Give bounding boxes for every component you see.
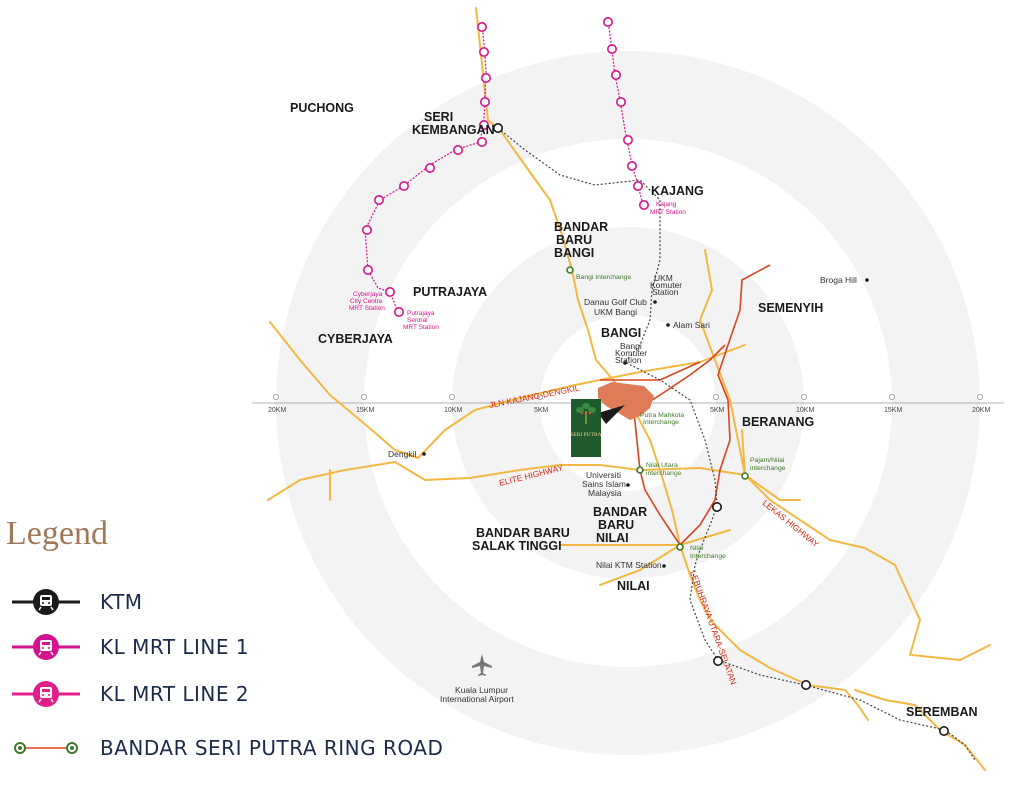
town-semenyih: SEMENYIH [758,301,823,315]
place-ukm-station-line3: Station [652,287,679,297]
mrt-kajang-line2: MRT Station [650,209,686,216]
town-bandar-baru-bangi-line2: BARU [556,233,592,247]
place-klia-line2: International Airport [440,694,514,704]
place-usim-line2: Sains Islam [582,479,626,489]
place-dots [422,278,869,568]
distance-label-10km-left: 10KM [444,407,462,414]
legend-label-kl-mrt-line-1: KL MRT LINE 1 [100,635,250,659]
ktm-train-icon [12,589,80,615]
mrt-stations [361,16,649,317]
place-broga-hill: Broga Hill [820,275,857,285]
distance-label-5km-left: 5KM [534,407,549,414]
place-danau-golf-club-line1: Danau Golf Club [584,297,647,307]
mrt-cyberjaya-line1: Cyberjaya [353,291,383,298]
interchange-labels: Bangi Interchange Putra Mahkota Intercha… [576,274,786,560]
mrt-kajang-line1: Kajang [656,201,677,208]
town-puchong: PUCHONG [290,101,354,115]
town-bandar-baru-nilai-line3: NILAI [596,531,629,545]
town-bandar-baru-bangi-line1: BANDAR [554,220,608,234]
mrt-line-1-train-icon [12,634,80,660]
town-kajang: KAJANG [651,184,704,198]
place-labels: Broga Hill UKM Komuter Station Danau Gol… [388,273,857,704]
distance-label-15km-left: 15KM [356,407,374,414]
legend-label-kl-mrt-line-2: KL MRT LINE 2 [100,682,250,706]
legend-label-ktm: KTM [100,590,143,614]
distance-label-20km-right: 20KM [972,407,990,414]
town-bangi: BANGI [601,326,641,340]
mrt-line-1 [607,19,644,206]
distance-label-5km-right: 5KM [710,407,725,414]
place-ukm-station-line2: Komuter [650,280,682,290]
legend-item-ring-road: BANDAR SERI PUTRA RING ROAD [10,733,443,763]
place-ukm-station-line1: UKM [654,273,673,283]
legend-title: Legend [6,515,108,552]
interchange-pajam-nilai-line2: interchange [750,465,786,472]
place-alam-sari: Alam Sari [673,320,710,330]
mrt-putrajaya-line3: MRT Station [403,324,439,331]
place-usim-line3: Malaysia [588,488,622,498]
mrt-station-labels: Kajang MRT Station Cyberjaya City Centre… [349,201,686,331]
town-putrajaya: PUTRAJAYA [413,285,487,299]
ring-road-line-icon [14,742,78,754]
legend-item-kl-mrt-line-2: KL MRT LINE 2 [10,679,249,709]
airport-icon [472,654,492,676]
town-bandar-baru-salak-tinggi-line1: BANDAR BARU [476,526,570,540]
place-bangi-komuter-line3: Station [615,355,642,365]
ktm-stations [492,123,949,736]
interchange-pajam-nilai-line1: Pajam/Nilai [750,457,785,464]
distance-label-10km-right: 10KM [796,407,814,414]
interchange-nilai-line2: Interchange [690,553,726,560]
town-cyberjaya: CYBERJAYA [318,332,393,346]
mrt-cyberjaya-line3: MRT Station [349,305,385,312]
interchange-putra-mahkota-line1: Putra Mahkota [640,412,684,419]
interchange-nilai-utara-line2: interchange [646,470,682,477]
place-dengkil: Dengkil [388,449,416,459]
town-bandar-baru-bangi-line3: BANGI [554,246,594,260]
legend-item-ktm: KTM [10,587,143,617]
place-usim-line1: Universiti [586,470,621,480]
place-bangi-komuter-line2: Komuter [615,348,647,358]
town-seremban: SEREMBAN [906,705,978,719]
place-klia-line1: Kuala Lumpur [455,685,508,695]
town-seri-kembangan-line1: SERI [424,110,453,124]
legend-label-ring-road: BANDAR SERI PUTRA RING ROAD [100,736,444,760]
town-labels: PUCHONG SERI KEMBANGAN KAJANG BANDAR BAR… [290,101,978,719]
seri-putra-development-area [598,382,654,420]
town-beranang: BERANANG [742,415,814,429]
place-bangi-komuter-line1: Bangi [620,341,642,351]
interchange-nilai-utara-line1: Nilai Utara [646,462,678,469]
town-bandar-baru-nilai-line2: BARU [598,518,634,532]
distance-scale: 20KM 15KM 10KM 5KM 5KM 10KM 15KM 20KM [252,393,1004,414]
interchange-putra-mahkota-line2: Interchange [643,419,679,426]
ktm-line [497,127,976,761]
mrt-putrajaya-line1: Putrajaya [407,310,435,317]
town-bandar-baru-salak-tinggi-line2: SALAK TINGGI [472,539,562,553]
mrt-cyberjaya-line2: City Centre [350,298,383,305]
town-bandar-baru-nilai-line1: BANDAR [593,505,647,519]
place-danau-golf-club-line2: UKM Bangi [594,307,637,317]
legend-item-kl-mrt-line-1: KL MRT LINE 1 [10,632,249,662]
distance-label-15km-right: 15KM [884,407,902,414]
distance-label-20km-left: 20KM [268,407,286,414]
mrt-line-2-train-icon [12,681,80,707]
interchange-nilai-line1: Nilai [690,545,704,552]
interchange-bangi: Bangi Interchange [576,274,631,281]
town-seri-kembangan-line2: KEMBANGAN [412,123,495,137]
place-nilai-ktm-station: Nilai KTM Station [596,560,662,570]
mrt-putrajaya-line2: Sentral [407,317,428,324]
seri-putra-logo-text: SERI PUTRA [570,432,601,438]
town-nilai: NILAI [617,579,650,593]
seri-putra-logo: SERI PUTRA [570,399,602,457]
development-pointer [598,405,625,424]
